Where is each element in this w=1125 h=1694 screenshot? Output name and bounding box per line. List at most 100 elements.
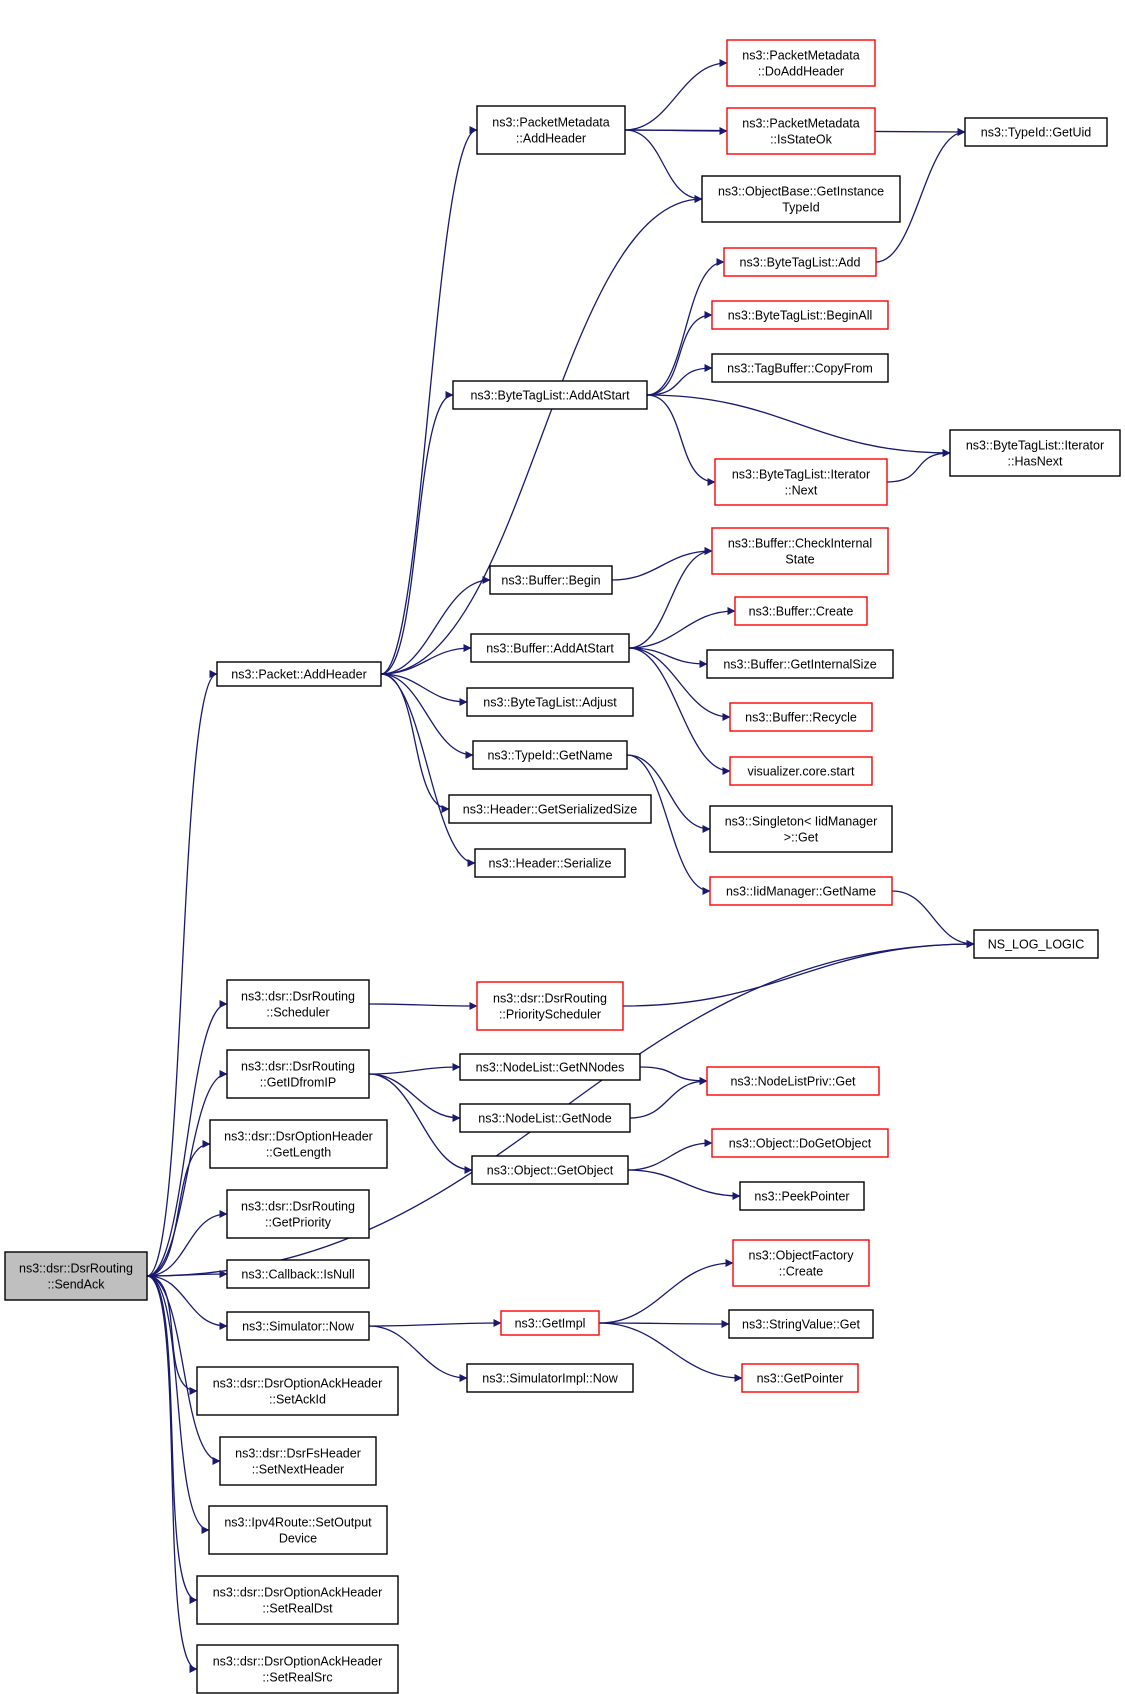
node-box — [476, 981, 624, 1031]
edge-arrow — [146, 670, 218, 1277]
node-box — [226, 1259, 370, 1289]
edge-arrow — [646, 394, 951, 457]
node-getpointer[interactable]: ns3::GetPointer — [741, 1363, 859, 1393]
node-tagbuffer-copyfrom[interactable]: ns3::TagBuffer::CopyFrom — [711, 353, 889, 383]
node-box — [711, 300, 889, 330]
node-btl-adjust[interactable]: ns3::ByteTagList::Adjust — [466, 687, 634, 717]
edge-dsr_getidfromip-to-obj_getobject — [368, 1073, 473, 1174]
edge-arrow — [598, 1319, 730, 1328]
node-label-line: ns3::StringValue::Get — [742, 1318, 860, 1332]
node-buf-begin[interactable]: ns3::Buffer::Begin — [489, 565, 613, 595]
edge-buf_addatstart-to-vis_core_start — [628, 647, 731, 775]
node-strval-get[interactable]: ns3::StringValue::Get — [728, 1309, 874, 1339]
node-iidmanager-getname[interactable]: ns3::IidManager::GetName — [709, 876, 893, 906]
edge-sendack-to-sim_now — [146, 1275, 228, 1330]
node-buf-create[interactable]: ns3::Buffer::Create — [734, 596, 868, 626]
node-simimpl-now[interactable]: ns3::SimulatorImpl::Now — [466, 1363, 634, 1393]
node-doh-getlength[interactable]: ns3::dsr::DsrOptionHeader::GetLength — [209, 1119, 388, 1169]
node-buf-recycle[interactable]: ns3::Buffer::Recycle — [729, 702, 873, 732]
node-label-line: ::GetPriority — [265, 1216, 332, 1230]
edge-arrow — [146, 1070, 228, 1277]
node-dsr-scheduler[interactable]: ns3::dsr::DsrRouting::Scheduler — [226, 979, 370, 1029]
node-buf-addatstart[interactable]: ns3::Buffer::AddAtStart — [470, 633, 630, 663]
edge-arrow — [611, 547, 713, 581]
edge-btl_addatstart-to-btl_it_next — [646, 394, 716, 486]
node-doah-setackid[interactable]: ns3::dsr::DsrOptionAckHeader::SetAckId — [196, 1366, 399, 1416]
node-label-line: ns3::ByteTagList::Iterator — [966, 439, 1104, 453]
edge-iidmanager_getname-to-ns_log_logic — [891, 890, 975, 948]
node-label-line: ns3::PacketMetadata — [492, 116, 609, 130]
node-btl-it-hasnext[interactable]: ns3::ByteTagList::Iterator::HasNext — [949, 429, 1121, 477]
node-dsr-priorityscheduler[interactable]: ns3::dsr::DsrRouting::PriorityScheduler — [476, 981, 624, 1031]
edge-arrow — [368, 1001, 478, 1010]
node-nodelist-getnnodes[interactable]: ns3::NodeList::GetNNodes — [459, 1053, 641, 1081]
node-btl-it-next[interactable]: ns3::ByteTagList::Iterator::Next — [714, 458, 888, 506]
node-pm-addheader[interactable]: ns3::PacketMetadata::AddHeader — [476, 105, 626, 155]
edge-arrow — [639, 1066, 708, 1085]
node-nodelist-getnode[interactable]: ns3::NodeList::GetNode — [459, 1103, 631, 1133]
node-cb-isnull[interactable]: ns3::Callback::IsNull — [226, 1259, 370, 1289]
node-of-create[interactable]: ns3::ObjectFactory::Create — [732, 1239, 870, 1287]
node-label-line: ::SetAckId — [269, 1393, 326, 1407]
edge-sendack-to-ipv4route_setoutputdevice — [146, 1275, 210, 1534]
node-peekpointer[interactable]: ns3::PeekPointer — [739, 1181, 865, 1211]
node-label-line: ns3::PacketMetadata — [742, 117, 859, 131]
node-sendack[interactable]: ns3::dsr::DsrRouting::SendAck — [4, 1251, 148, 1301]
node-label-line: ns3::Packet::AddHeader — [231, 668, 367, 682]
node-box — [726, 39, 876, 87]
edge-btl_addatstart-to-btl_it_hasnext — [646, 394, 951, 457]
node-btl-addatstart[interactable]: ns3::ByteTagList::AddAtStart — [452, 380, 648, 410]
node-buf-getinternalsize[interactable]: ns3::Buffer::GetInternalSize — [706, 649, 894, 679]
node-box — [459, 1103, 631, 1133]
edge-pkt_addheader-to-buf_addatstart — [380, 644, 472, 675]
edge-sendack-to-doah_setackid — [146, 1275, 198, 1395]
node-nodelistpriv-get[interactable]: ns3::NodeListPriv::Get — [706, 1066, 880, 1096]
node-dsr-getpriority[interactable]: ns3::dsr::DsrRouting::GetPriority — [226, 1189, 370, 1239]
node-fsh-setnextheader[interactable]: ns3::dsr::DsrFsHeader::SetNextHeader — [219, 1436, 377, 1486]
node-pkt-addheader[interactable]: ns3::Packet::AddHeader — [216, 661, 382, 687]
node-label-line: ns3::Buffer::CheckInternal — [728, 537, 872, 551]
node-btl-beginall[interactable]: ns3::ByteTagList::BeginAll — [711, 300, 889, 330]
node-box — [472, 740, 628, 770]
node-pm-isstateok[interactable]: ns3::PacketMetadata::IsStateOk — [726, 107, 876, 155]
node-dsr-getidfromip[interactable]: ns3::dsr::DsrRouting::GetIDfromIP — [226, 1049, 370, 1099]
node-ns-log-logic[interactable]: NS_LOG_LOGIC — [973, 929, 1099, 959]
node-label-line: ns3::NodeList::GetNode — [478, 1112, 611, 1126]
node-sim-now[interactable]: ns3::Simulator::Now — [226, 1311, 370, 1341]
edge-arrow — [380, 673, 450, 813]
edge-pkt_addheader-to-btl_addatstart — [380, 391, 454, 675]
node-obj-getobject[interactable]: ns3::Object::GetObject — [471, 1155, 629, 1185]
node-hdr-getserializedsize[interactable]: ns3::Header::GetSerializedSize — [448, 794, 652, 824]
node-box — [216, 661, 382, 687]
node-typeid-getname[interactable]: ns3::TypeId::GetName — [472, 740, 628, 770]
edge-sendack-to-doah_setrealsrc — [146, 1275, 198, 1673]
node-label-line: ::SetRealDst — [262, 1602, 333, 1616]
node-label-line: ns3::dsr::DsrRouting — [493, 992, 607, 1006]
node-getimpl[interactable]: ns3::GetImpl — [500, 1310, 600, 1336]
node-label-line: ::SendAck — [48, 1278, 106, 1292]
edge-arrow — [380, 195, 703, 675]
node-doah-setrealsrc[interactable]: ns3::dsr::DsrOptionAckHeader::SetRealSrc — [196, 1644, 399, 1694]
node-pm-doaddheader[interactable]: ns3::PacketMetadata::DoAddHeader — [726, 39, 876, 87]
edge-arrow — [875, 128, 966, 263]
node-hdr-serialize[interactable]: ns3::Header::Serialize — [474, 848, 626, 878]
node-btl-add[interactable]: ns3::ByteTagList::Add — [723, 247, 877, 277]
node-box — [226, 979, 370, 1029]
node-label-line: ns3::dsr::DsrRouting — [241, 1060, 355, 1074]
edge-arrow — [628, 647, 708, 668]
node-typeid-getuid[interactable]: ns3::TypeId::GetUid — [964, 117, 1108, 147]
node-obj-dogetobject[interactable]: ns3::Object::DoGetObject — [711, 1128, 889, 1158]
node-label-line: ns3::ByteTagList::Iterator — [732, 468, 870, 482]
node-doah-setrealdst[interactable]: ns3::dsr::DsrOptionAckHeader::SetRealDst — [196, 1575, 399, 1625]
node-vis-core-start[interactable]: visualizer.core.start — [729, 756, 873, 786]
edge-arrow — [627, 1169, 741, 1200]
node-singleton-get[interactable]: ns3::Singleton< IidManager>::Get — [709, 805, 893, 853]
node-label-line: State — [785, 553, 814, 567]
node-label-line: ns3::NodeList::GetNNodes — [476, 1061, 625, 1075]
edge-arrow — [368, 1073, 473, 1174]
node-box — [709, 805, 893, 853]
node-box — [474, 848, 626, 878]
